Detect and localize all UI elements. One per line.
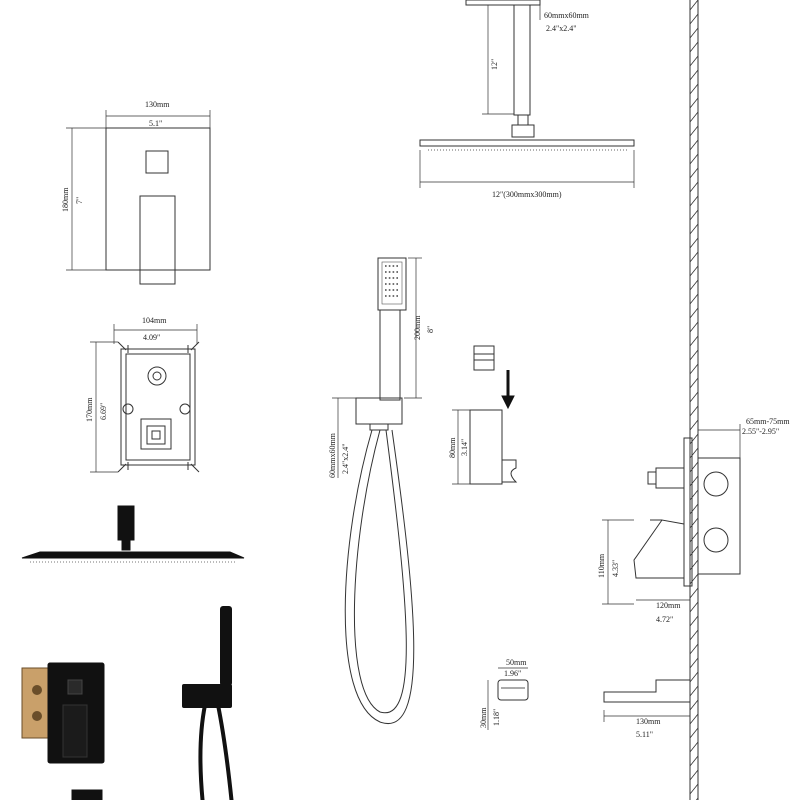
valve-width-in: 4.09": [143, 333, 160, 342]
hand-shower-length-in: 8": [426, 326, 435, 333]
arm-length: 12": [490, 59, 499, 70]
valve-height-mm: 170mm: [85, 397, 94, 422]
holder-height-mm: 80mm: [448, 437, 457, 458]
trim-width-mm: 130mm: [145, 100, 170, 109]
elbow-size-mm: 60mmx60mm: [328, 432, 337, 478]
side-depth-mm: 65mm-75mm: [746, 417, 790, 426]
tub-spout-drawing: 130mm 5.11": [603, 679, 691, 739]
product-photo: [21, 606, 234, 800]
wall-section: [689, 0, 699, 800]
valve-height-in: 6.69": [99, 403, 108, 420]
side-height-mm: 110mm: [597, 553, 606, 578]
small-spout-height-mm: 30mm: [479, 707, 488, 728]
small-spout-drawing: 50mm 1.96" 30mm 1.18": [479, 658, 529, 730]
arrow-down-icon: [501, 395, 515, 410]
arm-flange-in: 2.4"x2.4": [546, 24, 577, 33]
valve-width-mm: 104mm: [142, 316, 167, 325]
shower-head-size: 12"(300mmx300mm): [492, 190, 562, 199]
side-depth-in: 2.55"-2.95": [742, 427, 779, 436]
ceiling-shower-drawing: 60mmx60mm 2.4"x2.4" 12" 12"(300mmx300mm): [419, 0, 635, 199]
holder-drawing: 80mm 3.14": [448, 345, 518, 485]
arm-flange-mm: 60mmx60mm: [544, 11, 590, 20]
trim-width-in: 5.1": [149, 119, 162, 128]
valve-body-drawing: 104mm 4.09" 170mm 6.69": [85, 316, 200, 473]
small-spout-height-in: 1.18": [492, 709, 501, 726]
hand-shower-length-mm: 200mm: [413, 315, 422, 340]
trim-height-mm: 180mm: [61, 187, 70, 212]
elbow-size-in: 2.4"x2.4": [341, 443, 350, 474]
side-proj-in: 4.72": [656, 615, 673, 624]
hand-shower-drawing: 200mm 8" 60mmx60mm 2.4"x2.4": [328, 257, 435, 725]
small-spout-width-in: 1.96": [504, 669, 521, 678]
side-height-in: 4.33": [611, 560, 620, 577]
trim-height-in: 7": [75, 197, 84, 204]
side-proj-mm: 120mm: [656, 601, 681, 610]
side-view-drawing: 65mm-75mm 2.55"-2.95" 110mm 4.33" 120mm …: [597, 417, 790, 624]
holder-height-in: 3.14": [460, 439, 469, 456]
tub-spout-length-mm: 130mm: [636, 717, 661, 726]
spray-face: [381, 261, 403, 305]
tub-spout-length-in: 5.11": [636, 730, 653, 739]
trim-plate-drawing: 130mm 5.1" 180mm 7": [61, 100, 211, 285]
small-spout-width-mm: 50mm: [506, 658, 527, 667]
small-shower-head-drawing: [21, 505, 245, 563]
